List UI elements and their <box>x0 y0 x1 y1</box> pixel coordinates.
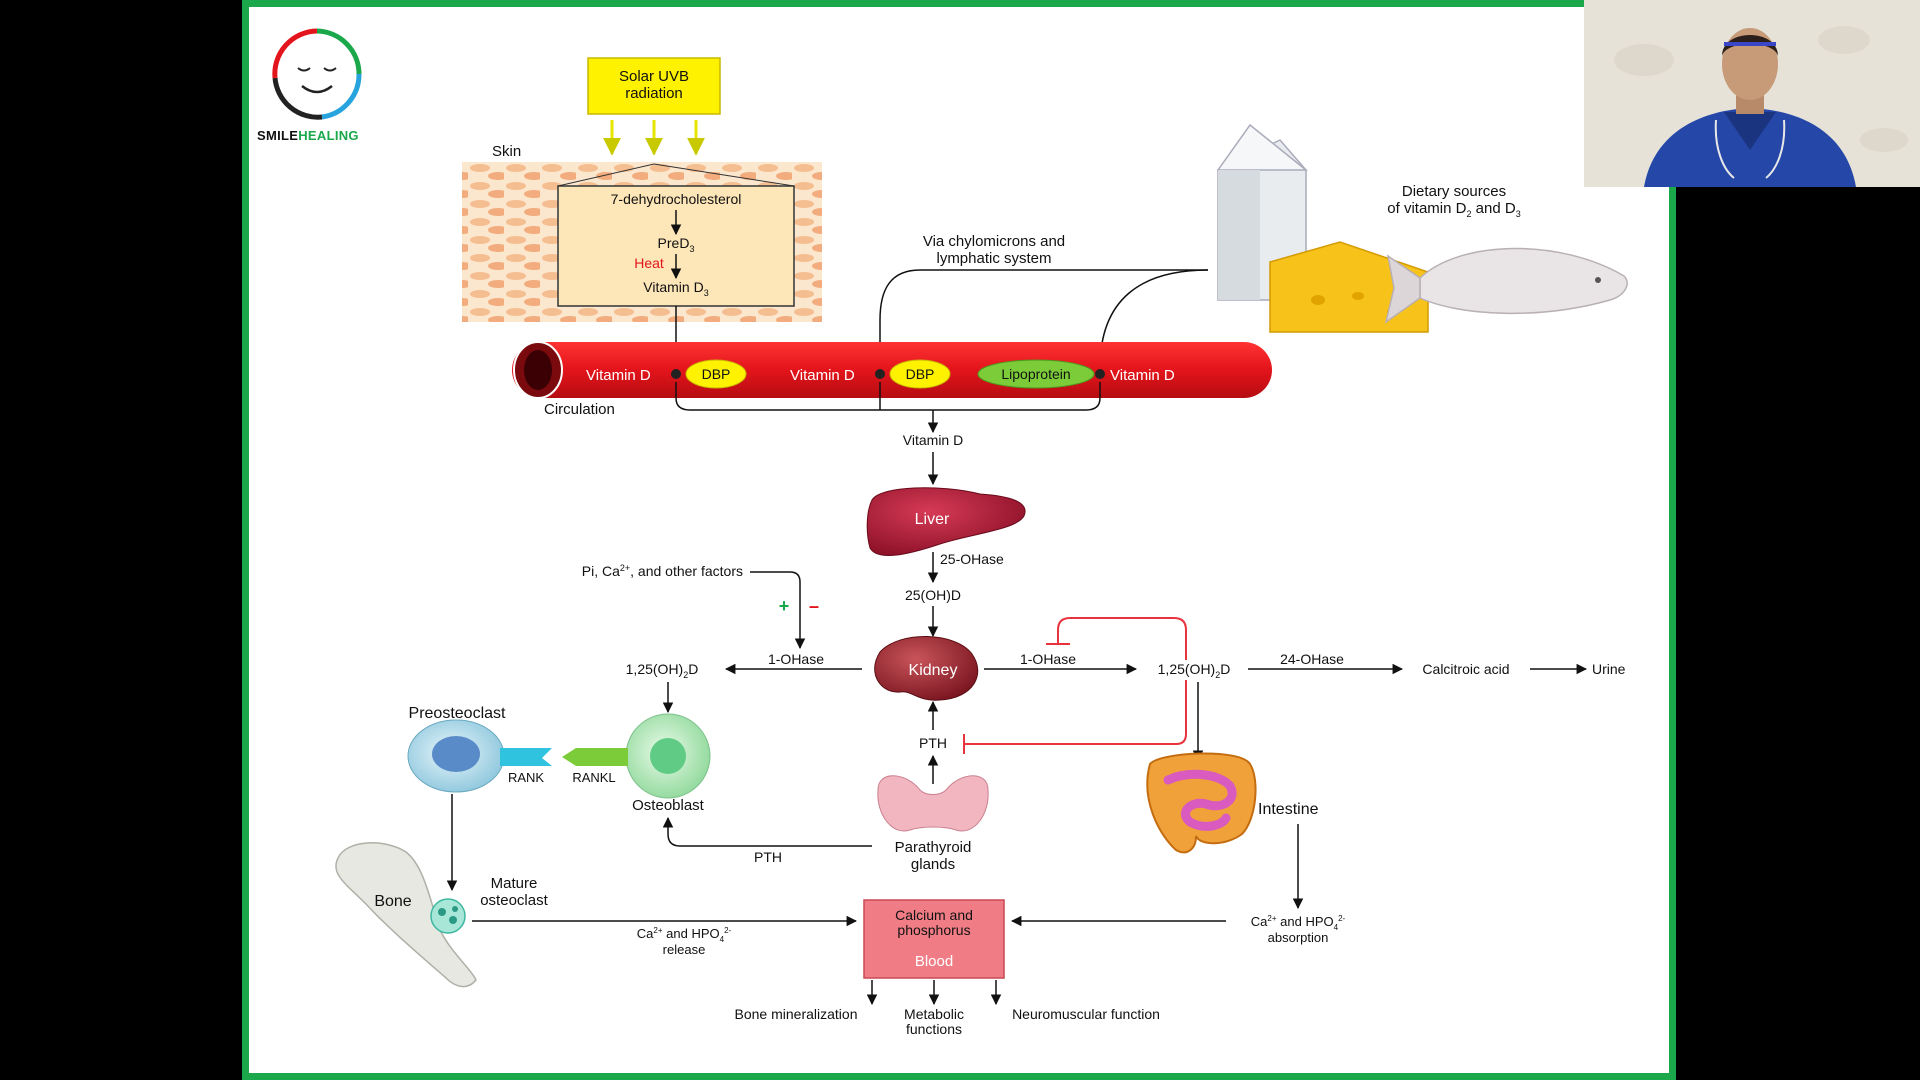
rankl-ligand <box>562 748 628 766</box>
kidney-label: Kidney <box>909 662 958 679</box>
dbp-label-1: DBP <box>702 366 731 382</box>
rankl-label: RANKL <box>572 770 615 785</box>
skin-box-pointer <box>653 163 795 187</box>
binding-dot <box>875 369 885 379</box>
uvb-line1: Solar UVB <box>619 68 689 85</box>
parathyroid-line2: glands <box>911 856 955 873</box>
pth-lower-label: PTH <box>754 849 782 865</box>
chylo-path <box>874 269 1208 370</box>
ohase24-label: 24-OHase <box>1280 651 1344 667</box>
dbp-badge-2 <box>889 359 951 389</box>
pth-inhibition-line <box>964 680 1187 745</box>
circulation-label: Circulation <box>544 401 615 418</box>
pred3-label: PreD3 <box>658 235 695 254</box>
ohd25-label: 25(OH)D <box>905 587 961 603</box>
skin-box-pointer <box>557 163 655 187</box>
blood-box-line3: Blood <box>915 953 953 970</box>
calcitroic-label: Calcitroic acid <box>1422 661 1509 677</box>
uvb-line2: radiation <box>625 85 683 102</box>
ohd2-right-label: 1,25(OH)2D <box>1158 661 1231 680</box>
dehydrocholesterol-label: 7-dehydrocholesterol <box>611 191 742 207</box>
collector-bracket <box>675 382 1101 411</box>
metabolic-line2: functions <box>906 1021 962 1037</box>
release-line1: Ca2+ and HPO42- <box>637 926 732 944</box>
vitamin-d-label: Vitamin D <box>903 432 963 448</box>
heat-label: Heat <box>634 255 664 271</box>
bone-icon <box>335 842 477 988</box>
pi-factors-arrow <box>750 571 806 650</box>
rank-label: RANK <box>508 770 544 785</box>
circ-vitamin-d-3: Vitamin D <box>1110 367 1175 384</box>
mature-line2: osteoclast <box>480 892 548 909</box>
lipoprotein-label: Lipoprotein <box>1001 366 1070 382</box>
parathyroid-icon <box>877 775 989 832</box>
brand-smile: SMILE <box>257 128 299 143</box>
ohase25-label: 25-OHase <box>940 551 1004 567</box>
skin-box <box>557 185 795 307</box>
neuromuscular-label: Neuromuscular function <box>1012 1006 1160 1022</box>
release-line2: release <box>663 942 706 957</box>
circ-vitamin-d-2: Vitamin D <box>790 367 855 384</box>
blood-box <box>863 899 1005 979</box>
plus-sign: + <box>779 596 790 616</box>
lipoprotein-badge <box>977 359 1095 389</box>
mature-line1: Mature <box>491 875 538 892</box>
intestine-label: Intestine <box>1258 801 1319 818</box>
metabolic-line1: Metabolic <box>904 1006 964 1022</box>
kidney-icon <box>874 636 979 701</box>
logo-text: SMILEHEALING <box>257 128 359 143</box>
circ-vitamin-d-1: Vitamin D <box>586 367 651 384</box>
liver-label: Liver <box>915 511 950 528</box>
osteoblast-label: Osteoblast <box>632 797 705 814</box>
binding-dot <box>671 369 681 379</box>
blood-box-line1: Calcium and <box>895 907 973 923</box>
webcam-feed <box>1584 0 1920 187</box>
dietary-line1: Dietary sources <box>1402 183 1506 200</box>
bone-label: Bone <box>374 893 411 910</box>
parathyroid-line1: Parathyroid <box>895 839 972 856</box>
ohd2-left-label: 1,25(OH)2D <box>626 661 699 680</box>
dietary-line2: of vitamin D2 and D3 <box>1387 200 1520 219</box>
brand-healing: HEALING <box>298 128 359 143</box>
dbp-badge-1 <box>685 359 747 389</box>
rank-receptor <box>500 748 552 766</box>
liver-icon <box>866 487 1026 556</box>
inhibition-loop <box>1057 617 1187 660</box>
ohase1-right-label: 1-OHase <box>1020 651 1076 667</box>
preosteoclast-label: Preosteoclast <box>409 705 506 722</box>
pth-upper-label: PTH <box>919 735 947 751</box>
skin-label: Skin <box>492 143 521 160</box>
chylo-line2: lymphatic system <box>936 250 1051 267</box>
uvb-box <box>587 57 721 115</box>
absorption-line1: Ca2+ and HPO42- <box>1251 914 1346 932</box>
urine-label: Urine <box>1592 661 1626 677</box>
vitamin-d3-label: Vitamin D3 <box>643 279 708 298</box>
intestine-icon <box>1146 752 1257 854</box>
bone-mineralization-label: Bone mineralization <box>735 1006 858 1022</box>
binding-dot <box>1095 369 1105 379</box>
ohase1-left-label: 1-OHase <box>768 651 824 667</box>
presenter-icon <box>1584 0 1920 187</box>
pi-factors-label: Pi, Ca2+, and other factors <box>582 563 743 579</box>
mature-osteoclast-icon <box>430 898 466 934</box>
dbp-label-2: DBP <box>906 366 935 382</box>
smile-healing-logo <box>272 28 362 120</box>
pth-to-osteoblast <box>662 816 872 847</box>
fish-icon <box>1384 247 1628 324</box>
blood-box-line2: phosphorus <box>897 922 970 938</box>
absorption-line2: absorption <box>1268 930 1329 945</box>
chylo-line1: Via chylomicrons and <box>923 233 1065 250</box>
minus-sign: – <box>809 596 819 616</box>
